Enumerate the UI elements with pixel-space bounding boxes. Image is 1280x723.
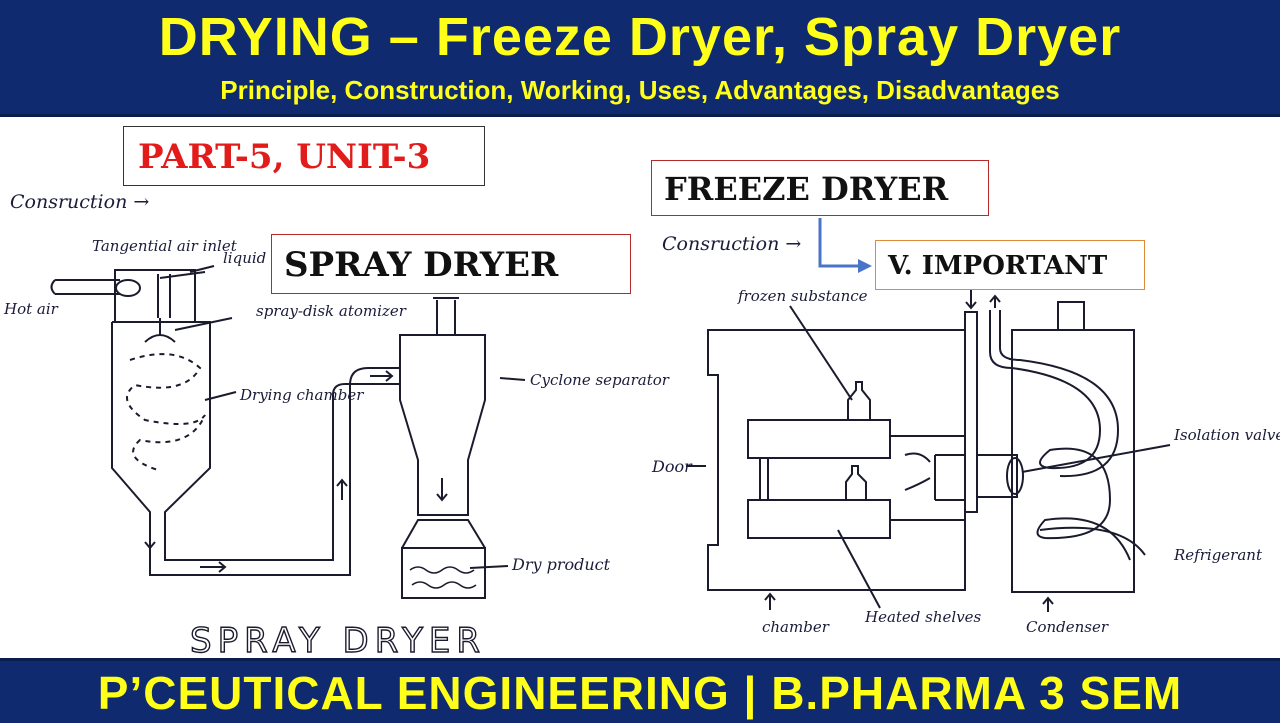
cyclone-outlet — [433, 297, 459, 335]
label-isolation-valve: Isolation valve — [1173, 426, 1280, 444]
label-condenser: Condenser — [1026, 618, 1109, 636]
flow-arrow — [200, 561, 227, 573]
flow-arrow — [370, 370, 394, 382]
important-badge: V. IMPORTANT — [875, 240, 1145, 290]
condenser-vent — [1057, 301, 1085, 331]
flow-arrow — [144, 530, 156, 550]
leader-isolation-valve — [1021, 444, 1171, 473]
spray-spiral — [126, 353, 206, 471]
condenser-arrow — [1042, 596, 1054, 612]
vial-bottom — [845, 465, 867, 500]
label-chamber: chamber — [762, 618, 830, 636]
spray-dryer-badge: SPRAY DRYER — [271, 234, 631, 294]
part-unit-badge: PART-5, UNIT-3 — [123, 126, 485, 186]
vial-top — [847, 381, 871, 420]
page-subtitle: Principle, Construction, Working, Uses, … — [220, 75, 1060, 105]
inlet-arrow — [965, 290, 977, 310]
flow-arrow — [336, 478, 348, 500]
label-refrigerant: Refrigerant — [1173, 546, 1263, 564]
flow-arrow — [436, 478, 448, 502]
top-banner: DRYING – Freeze Dryer, Spray Dryer Princ… — [0, 0, 1280, 117]
footer-title: P’CEUTICAL ENGINEERING | B.PHARMA 3 SEM — [97, 667, 1183, 719]
shelf-support — [759, 458, 769, 500]
label-drying-chamber: Drying chamber — [239, 386, 364, 404]
vertical-pipe — [964, 311, 978, 513]
freeze-construction-heading: Consruction → — [662, 233, 801, 255]
vapor-arrows — [904, 452, 931, 491]
label-frozen-substance: frozen substance — [737, 287, 868, 305]
important-arrow-head — [858, 259, 872, 273]
label-tangential-air-inlet: Tangential air inlet — [92, 237, 238, 255]
refrigerant-coil-outer — [999, 310, 1146, 556]
label-liquid: liquid — [223, 249, 266, 267]
tangential-inlet-port — [115, 279, 141, 297]
chamber-arrow — [764, 592, 776, 610]
freeze-dryer-diagram: Consruction → frozen substance — [651, 218, 1280, 636]
heated-shelf-bottom — [747, 499, 891, 539]
dry-product-powder — [409, 566, 477, 589]
vapor-duct — [890, 435, 965, 521]
label-door: Door — [651, 457, 693, 476]
drying-chamber-and-duct — [111, 321, 400, 576]
label-dry-product: Dry product — [511, 555, 611, 574]
label-hot-air: Hot air — [3, 300, 59, 318]
heated-shelf-top — [747, 419, 891, 459]
leader-frozen-substance — [789, 305, 853, 401]
isolation-valve — [1006, 457, 1024, 495]
liquid-feed-pipe — [157, 271, 206, 318]
leader-heated-shelves — [837, 529, 881, 609]
isolation-valve-body — [976, 454, 1018, 498]
bottom-banner: P’CEUTICAL ENGINEERING | B.PHARMA 3 SEM — [0, 658, 1280, 723]
spray-construction-heading: Consruction → — [10, 191, 149, 213]
spray-dryer-diagram: Consruction → Tangential air inlet liqui… — [3, 191, 670, 662]
page-title: DRYING – Freeze Dryer, Spray Dryer — [158, 7, 1122, 67]
freeze-dryer-badge: FREEZE DRYER — [651, 160, 989, 216]
cyclone-separator — [399, 334, 486, 516]
label-spray-disk-atomizer: spray-disk atomizer — [256, 302, 407, 320]
product-collector — [401, 519, 486, 599]
label-heated-shelves: Heated shelves — [864, 608, 982, 626]
hot-air-pipe — [50, 279, 120, 295]
outlet-arrow — [989, 294, 1001, 308]
condenser-housing — [1011, 329, 1135, 593]
important-arrow — [818, 218, 862, 268]
refrigerant-coil — [989, 310, 1131, 561]
leader-lines — [174, 265, 526, 569]
label-cyclone-separator: Cyclone separator — [530, 371, 670, 389]
freeze-chamber — [707, 329, 966, 591]
spray-dryer-caption: SPRAY DRYER — [190, 621, 486, 661]
